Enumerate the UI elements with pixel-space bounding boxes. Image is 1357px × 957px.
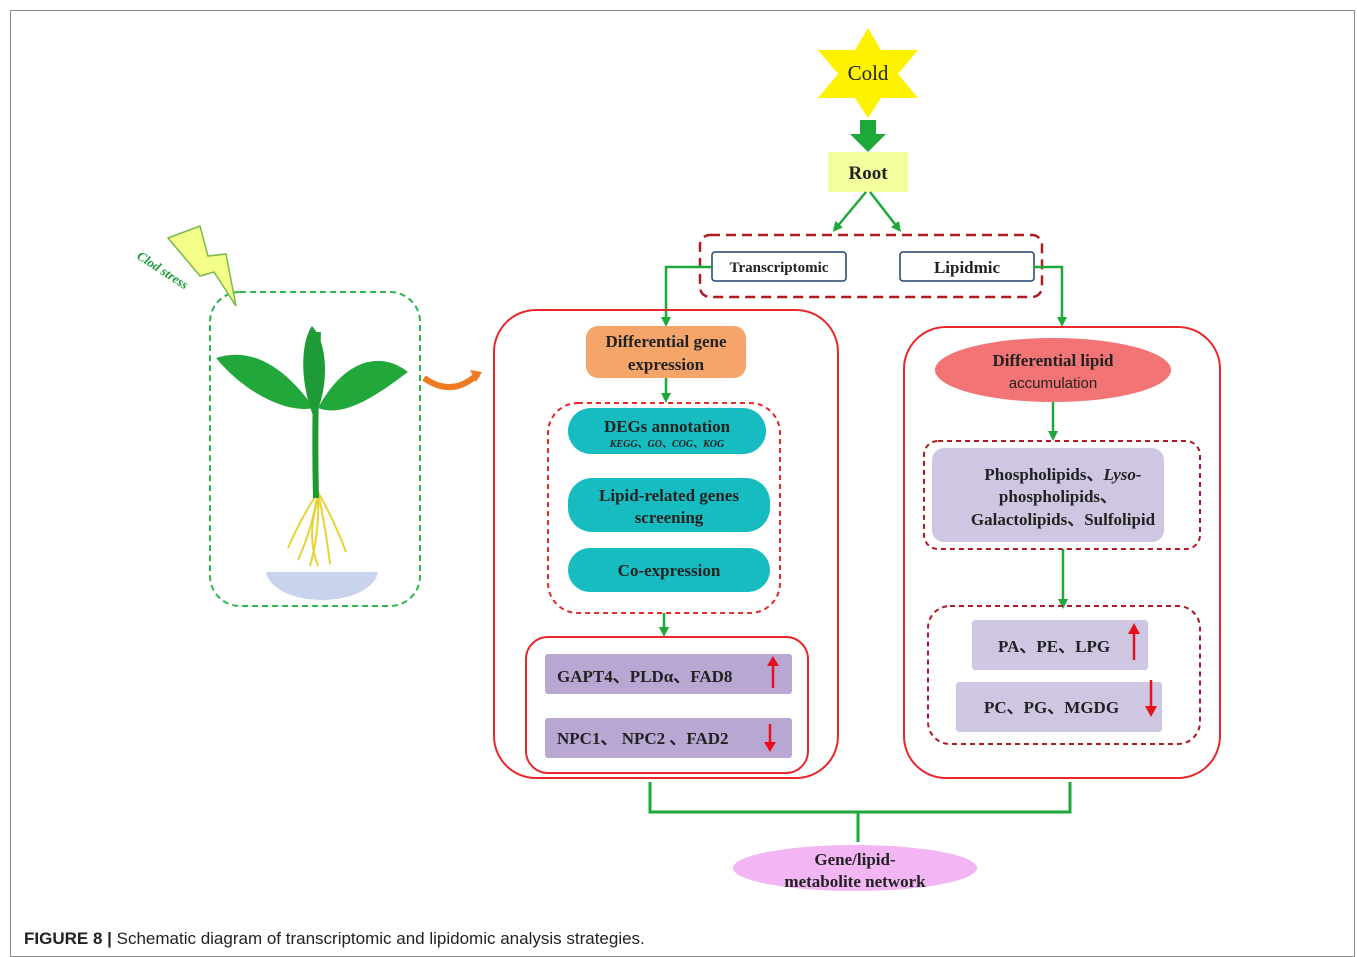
genes-up-box xyxy=(545,654,792,694)
leaf-right xyxy=(318,360,408,411)
transcriptomic-label: Transcriptomic xyxy=(730,260,829,276)
degs-annotation-pill xyxy=(568,408,766,454)
genes-down-label: NPC1、 NPC2 、FAD2 xyxy=(557,729,729,748)
cold-label: Cold xyxy=(848,61,889,85)
lipid-classes-l1b: Lyso- xyxy=(1102,465,1141,484)
plant-illustration: Clod stress xyxy=(134,225,421,607)
network-line2: metabolite network xyxy=(784,872,926,891)
diff-gene-line1: Differential gene xyxy=(605,332,726,351)
lipids-down-label: PC、PG、MGDG xyxy=(984,698,1119,717)
lipid-classes-l1a: Phospholipids、 xyxy=(984,465,1103,484)
genes-down-box xyxy=(545,718,792,758)
diff-lipid-line2: accumulation xyxy=(1009,375,1097,392)
diff-gene-line2: expression xyxy=(628,355,705,374)
plant-dashed-frame xyxy=(209,291,421,607)
lipid-genes-line1: Lipid-related genes xyxy=(599,486,739,505)
transcriptomic-panel xyxy=(493,309,839,779)
degs-annotation-sub: KEGG、GO、COG、KOG xyxy=(609,439,725,450)
up-arrow-icon xyxy=(767,656,779,688)
leaf-center xyxy=(303,326,325,418)
lightning-bolt-icon xyxy=(166,225,237,307)
caption-text: Schematic diagram of transcriptomic and … xyxy=(111,929,645,948)
figure-caption: FIGURE 8 | Schematic diagram of transcri… xyxy=(24,929,645,949)
curved-arrow-icon xyxy=(422,371,481,391)
lipid-genes-line2: screening xyxy=(635,508,704,527)
lipid-classes-line2: phospholipids、 xyxy=(999,487,1117,506)
down-arrow-icon xyxy=(850,120,886,152)
lipidmic-label: Lipidmic xyxy=(934,258,1001,277)
lipids-up-label: PA、PE、LPG xyxy=(998,637,1110,656)
lipids-down-box xyxy=(956,682,1162,732)
lipid-result-dashed-frame xyxy=(927,605,1201,745)
coexpression-pill xyxy=(568,548,770,592)
genes-up-label: GAPT4、PLDα、FAD8 xyxy=(557,667,732,686)
diff-lipid-line1: Differential lipid xyxy=(992,351,1114,370)
gene-analysis-dashed-frame xyxy=(547,402,781,614)
caption-label: FIGURE 8 | xyxy=(24,929,112,948)
genes-result-frame xyxy=(525,636,809,774)
leaf-left xyxy=(216,354,314,409)
lipid-classes-line1: Phospholipids、Lyso- xyxy=(984,465,1141,484)
root-label: Root xyxy=(848,163,888,184)
lipid-classes-line3: Galactolipids、Sulfolipid xyxy=(971,510,1156,529)
merge-bracket xyxy=(648,782,1072,814)
lipid-genes-pill xyxy=(568,478,770,532)
down-arrow-icon xyxy=(1145,680,1157,717)
lipids-up-box xyxy=(972,620,1148,670)
network-ellipse xyxy=(733,845,977,891)
down-arrow-icon xyxy=(764,724,776,752)
diff-gene-box xyxy=(586,326,746,378)
diff-lipid-ellipse xyxy=(935,338,1171,402)
up-arrow-icon xyxy=(1128,623,1140,660)
degs-annotation-label: DEGs annotation xyxy=(604,417,731,436)
lipid-classes-box xyxy=(932,448,1164,542)
roots xyxy=(287,491,347,567)
lipidomic-panel xyxy=(903,326,1221,779)
coexpression-label: Co-expression xyxy=(618,561,721,580)
network-line1: Gene/lipid- xyxy=(814,850,896,869)
cold-star-icon xyxy=(818,28,918,118)
root-box xyxy=(828,152,908,192)
